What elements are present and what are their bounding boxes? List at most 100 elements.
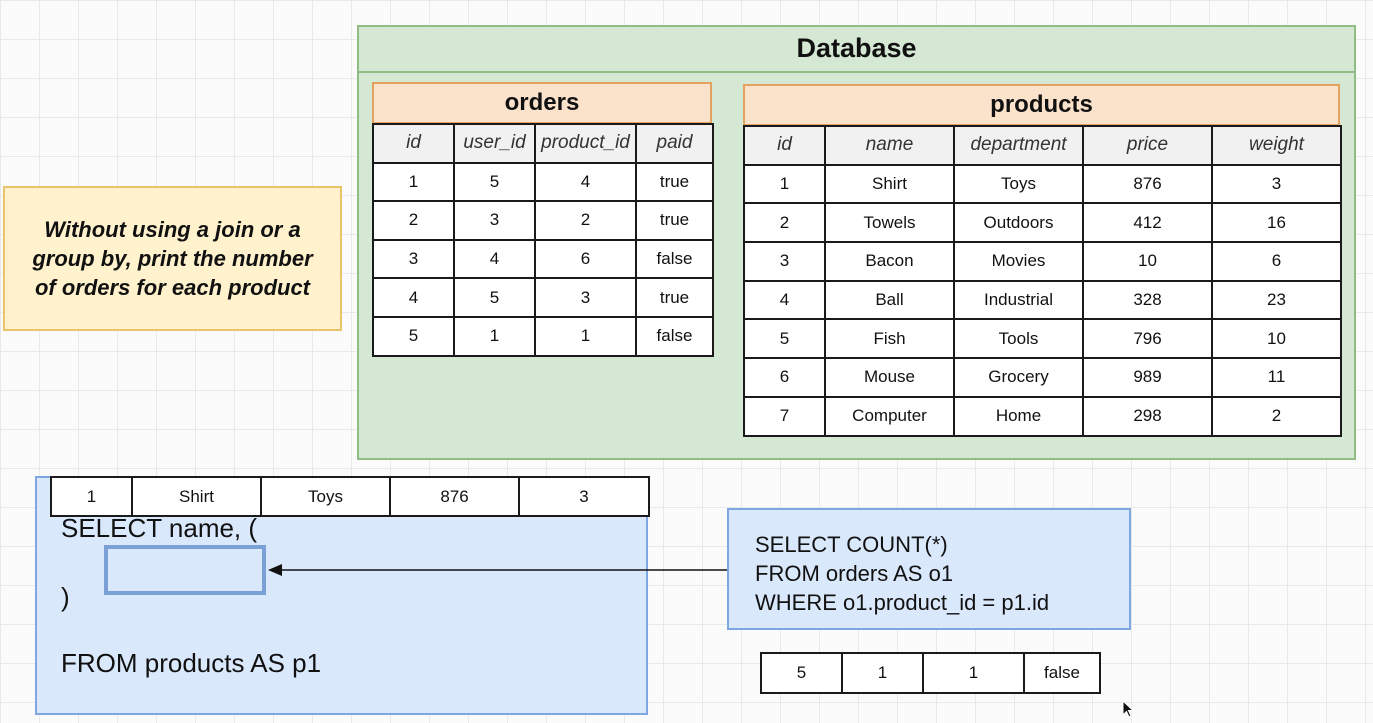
table-row: 2 3 2 true — [372, 200, 714, 241]
table-cell: Toys — [953, 163, 1084, 205]
table-cell: 1 — [534, 315, 637, 357]
table-cell: 16 — [1211, 202, 1342, 244]
subquery-line: FROM orders AS o1 — [755, 561, 954, 586]
table-cell: Computer — [824, 395, 955, 437]
table-cell: 1 — [743, 163, 826, 205]
products-col-name: name — [824, 125, 955, 166]
table-row: 1 5 4 true — [372, 161, 714, 203]
products-col-department: department — [953, 125, 1084, 166]
products-col-weight: weight — [1211, 125, 1342, 166]
products-col-id: id — [743, 125, 826, 166]
task-prompt: Without using a join or a group by, prin… — [3, 186, 342, 331]
table-cell: Shirt — [131, 476, 262, 517]
table-cell: Mouse — [824, 357, 955, 398]
table-cell: 3 — [518, 476, 650, 517]
table-cell: 4 — [372, 277, 455, 318]
table-cell: Movies — [953, 241, 1084, 282]
current-order-row: 5 1 1 false — [760, 652, 1101, 694]
table-cell: 876 — [389, 476, 520, 517]
table-cell: true — [635, 277, 714, 318]
table-cell: false — [635, 238, 714, 280]
table-cell: 328 — [1082, 279, 1213, 321]
table-cell: 4 — [743, 279, 826, 321]
table-cell: 412 — [1082, 202, 1213, 244]
table-cell: Outdoors — [953, 202, 1084, 244]
products-table: id name department price weight 1 Shirt … — [743, 125, 1342, 437]
table-cell: 11 — [1211, 357, 1342, 398]
table-cell: 6 — [1211, 241, 1342, 282]
orders-col-paid: paid — [635, 123, 714, 164]
table-row: 7 Computer Home 298 2 — [743, 395, 1342, 437]
table-cell: 6 — [534, 238, 637, 280]
table-row: 1 Shirt Toys 876 3 — [743, 163, 1342, 205]
table-cell: 298 — [1082, 395, 1213, 437]
table-cell: 1 — [453, 315, 536, 357]
table-cell: Toys — [260, 476, 391, 517]
table-cell: 4 — [534, 161, 637, 203]
table-cell: 5 — [453, 277, 536, 318]
table-cell: 3 — [372, 238, 455, 280]
subquery-line: SELECT COUNT(*) — [755, 532, 948, 557]
sql-select-line: SELECT name, ( — [61, 513, 258, 543]
table-cell: Ball — [824, 279, 955, 321]
table-row: 5 Fish Tools 796 10 — [743, 318, 1342, 360]
orders-col-id: id — [372, 123, 455, 164]
table-row: 5 1 1 false — [760, 652, 1101, 694]
orders-table: id user_id product_id paid 1 5 4 true 2 … — [372, 123, 714, 357]
table-cell: true — [635, 200, 714, 241]
table-row: 4 5 3 true — [372, 277, 714, 318]
table-cell: 3 — [453, 200, 536, 241]
table-cell: 4 — [453, 238, 536, 280]
table-row: 3 Bacon Movies 10 6 — [743, 241, 1342, 282]
products-header-row: id name department price weight — [743, 125, 1342, 166]
table-cell: 796 — [1082, 318, 1213, 360]
table-cell: 5 — [743, 318, 826, 360]
table-cell: 5 — [453, 161, 536, 203]
sql-close-paren-line: ) — [61, 582, 70, 612]
table-cell: 3 — [743, 241, 826, 282]
database-title: Database — [357, 25, 1356, 73]
table-cell: 1 — [841, 652, 924, 694]
table-cell: 1 — [50, 476, 133, 517]
table-cell: 3 — [534, 277, 637, 318]
table-cell: 2 — [1211, 395, 1342, 437]
table-cell: 7 — [743, 395, 826, 437]
table-cell: Grocery — [953, 357, 1084, 398]
table-cell: 3 — [1211, 163, 1342, 205]
orders-table-title: orders — [372, 82, 712, 124]
table-cell: 2 — [372, 200, 455, 241]
table-row: 3 4 6 false — [372, 238, 714, 280]
table-cell: Fish — [824, 318, 955, 360]
table-cell: Shirt — [824, 163, 955, 205]
table-cell: 1 — [922, 652, 1025, 694]
subquery-line: WHERE o1.product_id = p1.id — [755, 590, 1050, 615]
products-table-title: products — [743, 84, 1340, 126]
table-cell: Towels — [824, 202, 955, 244]
current-product-row: 1 Shirt Toys 876 3 — [50, 476, 650, 517]
table-cell: Tools — [953, 318, 1084, 360]
table-cell: 5 — [372, 315, 455, 357]
table-cell: 10 — [1082, 241, 1213, 282]
table-cell: 6 — [743, 357, 826, 398]
table-cell: false — [1023, 652, 1101, 694]
table-row: 2 Towels Outdoors 412 16 — [743, 202, 1342, 244]
subquery-box: SELECT COUNT(*) FROM orders AS o1 WHERE … — [727, 508, 1131, 630]
table-cell: Bacon — [824, 241, 955, 282]
table-row: 5 1 1 false — [372, 315, 714, 357]
table-cell: Home — [953, 395, 1084, 437]
orders-col-product-id: product_id — [534, 123, 637, 164]
table-row: 1 Shirt Toys 876 3 — [50, 476, 650, 517]
table-cell: 989 — [1082, 357, 1213, 398]
table-cell: 2 — [534, 200, 637, 241]
mouse-cursor-icon — [1122, 700, 1135, 718]
table-cell: 1 — [372, 161, 455, 203]
table-cell: false — [635, 315, 714, 357]
table-cell: 10 — [1211, 318, 1342, 360]
subquery-placeholder — [104, 545, 266, 595]
table-cell: Industrial — [953, 279, 1084, 321]
table-cell: 876 — [1082, 163, 1213, 205]
products-col-price: price — [1082, 125, 1213, 166]
table-cell: 5 — [760, 652, 843, 694]
table-row: 6 Mouse Grocery 989 11 — [743, 357, 1342, 398]
